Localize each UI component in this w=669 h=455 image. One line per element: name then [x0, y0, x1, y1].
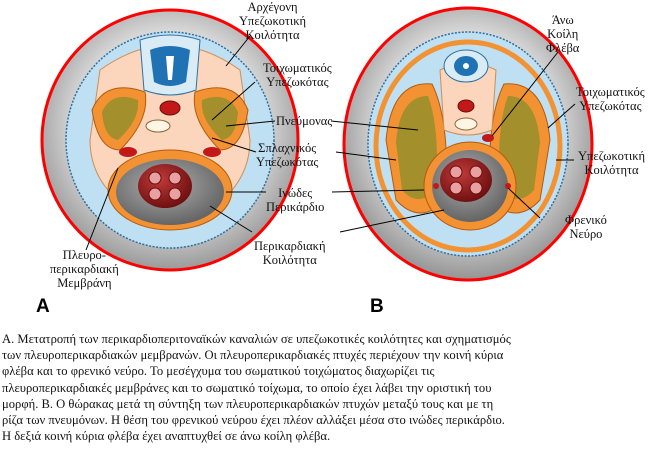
label-line: Πνεύμονας — [276, 114, 333, 128]
label-line: Υπεζωκοτική — [239, 14, 307, 28]
label-line: Υπεζωκότας — [579, 99, 642, 113]
thorax-cross-sections — [40, 6, 594, 282]
phrenic-nerve-left-b — [433, 183, 439, 189]
heart-a — [138, 164, 192, 208]
parietal-pleura-b — [373, 39, 563, 253]
leader-lung-b — [330, 120, 419, 131]
leader-parietal-a — [211, 81, 256, 121]
leader-lines — [85, 35, 576, 251]
leader-pericardial-cavity-b — [339, 209, 445, 233]
label-line: Υπεζωκότας — [266, 75, 329, 89]
heart-chamber-a2 — [168, 171, 182, 185]
leader-visceral-a — [211, 137, 257, 153]
caption-line: ρίζα των πνευμόνων. Η θέση του φρενικού … — [2, 413, 505, 428]
leader-pericardial-cavity-a — [209, 205, 253, 233]
label-lung: Πνεύμονας — [276, 114, 332, 128]
label-line: Φρενικό — [565, 213, 607, 227]
cardinal-vein-right-a — [203, 147, 221, 157]
heart-chamber-a4 — [168, 187, 182, 201]
aorta-b — [457, 99, 475, 113]
leader-visceral-b — [335, 151, 397, 161]
label-line: Τοιχωματικός — [263, 61, 332, 75]
section-a — [40, 8, 300, 272]
heart-chamber-b1 — [449, 165, 463, 179]
aorta-a — [159, 100, 181, 116]
panel-letter-b: B — [370, 296, 384, 317]
heart-chamber-b2 — [469, 165, 483, 179]
label-line: Αρχέγονη — [247, 0, 298, 14]
label-line: Κοιλότητα — [262, 253, 317, 267]
label-line: Άνω — [551, 13, 574, 27]
esophagus-a — [145, 119, 171, 133]
skin-a — [40, 8, 300, 272]
label-line: Μεμβράνη — [57, 276, 112, 290]
heart-b — [440, 158, 492, 202]
label-line: Περικαρδιακή — [254, 239, 326, 253]
caption-line: πλευροπερικαρδιακές μεμβράνες και το σωμ… — [2, 380, 492, 395]
label-line: Υπεζωκότας — [256, 155, 319, 169]
panel-letter-a: A — [36, 296, 50, 317]
leader-svc — [491, 51, 559, 137]
superior-vena-cava-b — [482, 134, 494, 142]
label-line: Κοιλότητα — [584, 163, 639, 177]
heart-chamber-b4 — [469, 181, 483, 195]
label-line: Υπεζωκοτική — [578, 149, 646, 163]
figure-caption: Α. Μετατροπή των περικαρδιοπεριτοναϊκών … — [2, 331, 667, 444]
label-line: Πλευρο- — [62, 248, 106, 262]
label-line: Κοιλότητα — [245, 28, 300, 42]
leader-phrenic-b — [507, 187, 541, 219]
label-parietal-pleura-a: Τοιχωματικός Υπεζωκότας — [263, 61, 332, 89]
leader-lung-a — [225, 120, 276, 127]
leader-membrane-a — [85, 167, 119, 251]
leader-fibrous-b — [331, 189, 425, 193]
label-pleuropericardial-membrane: Πλευρο- περικαρδιακή Μεμβράνη — [50, 248, 119, 290]
esophagus-b — [454, 117, 478, 131]
label-primitive-pleural-cavity: Αρχέγονη Υπεζωκοτική Κοιλότητα — [239, 0, 306, 42]
caption-line: μορφή. Β. Ο θώρακας μετά τη σύντηξη των … — [2, 396, 494, 411]
label-line: περικαρδιακή — [50, 262, 119, 276]
caption-line: των πλευροπερικαρδιακών μεμβρανών. Οι πλ… — [2, 348, 504, 363]
central-canal-b — [463, 63, 469, 69]
caption-line: φλέβα και το φρενικό νεύρο. Το μεσέγχυμα… — [2, 364, 435, 379]
label-phrenic-nerve: Φρενικό Νεύρο — [565, 213, 607, 241]
label-line: Φλέβα — [546, 41, 580, 55]
phrenic-nerve-right-b — [505, 183, 511, 189]
cardinal-vein-left-a — [119, 147, 137, 157]
label-line: Νεύρο — [569, 227, 603, 241]
central-canal-a — [166, 56, 174, 80]
skin-b — [342, 6, 594, 282]
lung-right-a — [201, 96, 238, 140]
label-fibrous-pericardium: Ινώδες Περικάρδιο — [266, 186, 324, 214]
label-superior-vena-cava: Άνω Κοίλη Φλέβα — [546, 13, 579, 55]
heart-chamber-b3 — [449, 181, 463, 195]
lung-left-a — [102, 96, 139, 140]
leader-parietal-b — [547, 103, 576, 129]
label-line: Σπλαχνικός — [258, 141, 317, 155]
label-line: Περικάρδιο — [266, 200, 325, 214]
leader-primitive-cavity — [225, 35, 251, 67]
caption-line: Η δεξιά κοινή κύρια φλέβα έχει αναπτυχθε… — [2, 429, 331, 444]
label-line: Τοιχωματικός — [576, 85, 645, 99]
label-pleural-cavity: Υπεζωκοτική Κοιλότητα — [578, 149, 645, 177]
label-line: Κοίλη — [547, 27, 579, 41]
heart-chamber-a1 — [148, 171, 162, 185]
label-line: Ινώδες — [278, 186, 313, 200]
label-pericardial-cavity: Περικαρδιακή Κοιλότητα — [254, 239, 326, 267]
heart-chamber-a3 — [148, 187, 162, 201]
label-visceral-pleura: Σπλαχνικός Υπεζωκότας — [256, 141, 318, 169]
caption-line: Α. Μετατροπή των περικαρδιοπεριτοναϊκών … — [2, 332, 511, 346]
label-parietal-pleura-b: Τοιχωματικός Υπεζωκότας — [576, 85, 645, 113]
section-b — [342, 6, 594, 282]
